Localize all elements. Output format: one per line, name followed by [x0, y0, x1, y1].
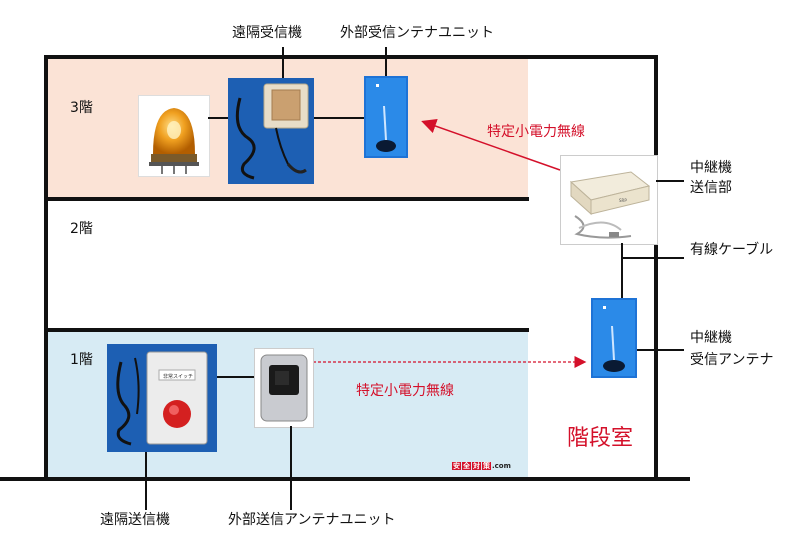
relay-box-icon: SRP: [569, 171, 651, 239]
leader-remote-transmitter: [145, 452, 147, 510]
external-receiver-antenna-label: 外部受信ンテナユニット: [340, 25, 494, 41]
floor1-label: 1階: [70, 352, 93, 368]
relay-receiver-antenna-photo: [591, 298, 637, 378]
roof-wall: [44, 55, 658, 59]
leader-relay-receiver: [637, 349, 684, 351]
transmitter-icon: [116, 351, 208, 446]
wireless-label-bottom: 特定小電力無線: [356, 383, 454, 399]
leader-external-receiver: [385, 47, 387, 76]
receiver-box-icon: [235, 83, 309, 180]
warning-light-icon: [149, 108, 199, 174]
remote-receiver-photo: [228, 78, 314, 184]
external-transmitter-antenna-photo: [254, 348, 314, 428]
transmitter-antenna-icon: [260, 354, 308, 422]
floor3-slab: [44, 197, 529, 201]
ground-line: [0, 477, 690, 481]
site-logo: 安全対策.com: [452, 462, 511, 470]
switch-plate-text: 非常スイッチ: [162, 374, 193, 380]
right-wall: [654, 55, 658, 480]
wireless-label-top: 特定小電力無線: [487, 124, 585, 140]
link-light-receiver: [208, 117, 228, 119]
leader-relay-transmitter: [656, 180, 684, 182]
external-transmitter-antenna-label: 外部送信アンテナユニット: [228, 512, 396, 528]
relay-transmitter-label-1: 中継機: [690, 160, 732, 176]
wired-cable-line: [621, 243, 623, 298]
remote-transmitter-label: 遠隔送信機: [100, 512, 170, 528]
floor1-slab: [44, 328, 529, 332]
link-receiver-antenna: [314, 117, 364, 119]
svg-text:SRP: SRP: [619, 198, 627, 203]
antenna-unit-icon: [366, 78, 406, 156]
leader-wired-cable: [621, 257, 684, 259]
left-wall: [44, 55, 48, 480]
remote-transmitter-photo: 非常スイッチ: [107, 344, 217, 452]
wired-cable-label: 有線ケーブル: [690, 242, 774, 258]
relay-transmitter-label-2: 送信部: [690, 180, 732, 196]
warning-light-photo: [138, 95, 210, 177]
antenna-unit-icon: [593, 300, 635, 376]
floor2-label: 2階: [70, 221, 93, 237]
link-transmitter-antenna: [217, 376, 254, 378]
relay-receiver-label-2: 受信アンテナ: [690, 352, 774, 368]
relay-receiver-label-1: 中継機: [690, 330, 732, 346]
floor3-label: 3階: [70, 100, 93, 116]
leader-external-transmitter: [290, 426, 292, 510]
stairwell-label: 階段室: [567, 426, 634, 451]
external-receiver-antenna-photo: [364, 76, 408, 158]
remote-receiver-label: 遠隔受信機: [232, 25, 302, 41]
relay-transmitter-photo: SRP: [560, 155, 658, 245]
leader-remote-receiver: [282, 47, 284, 78]
